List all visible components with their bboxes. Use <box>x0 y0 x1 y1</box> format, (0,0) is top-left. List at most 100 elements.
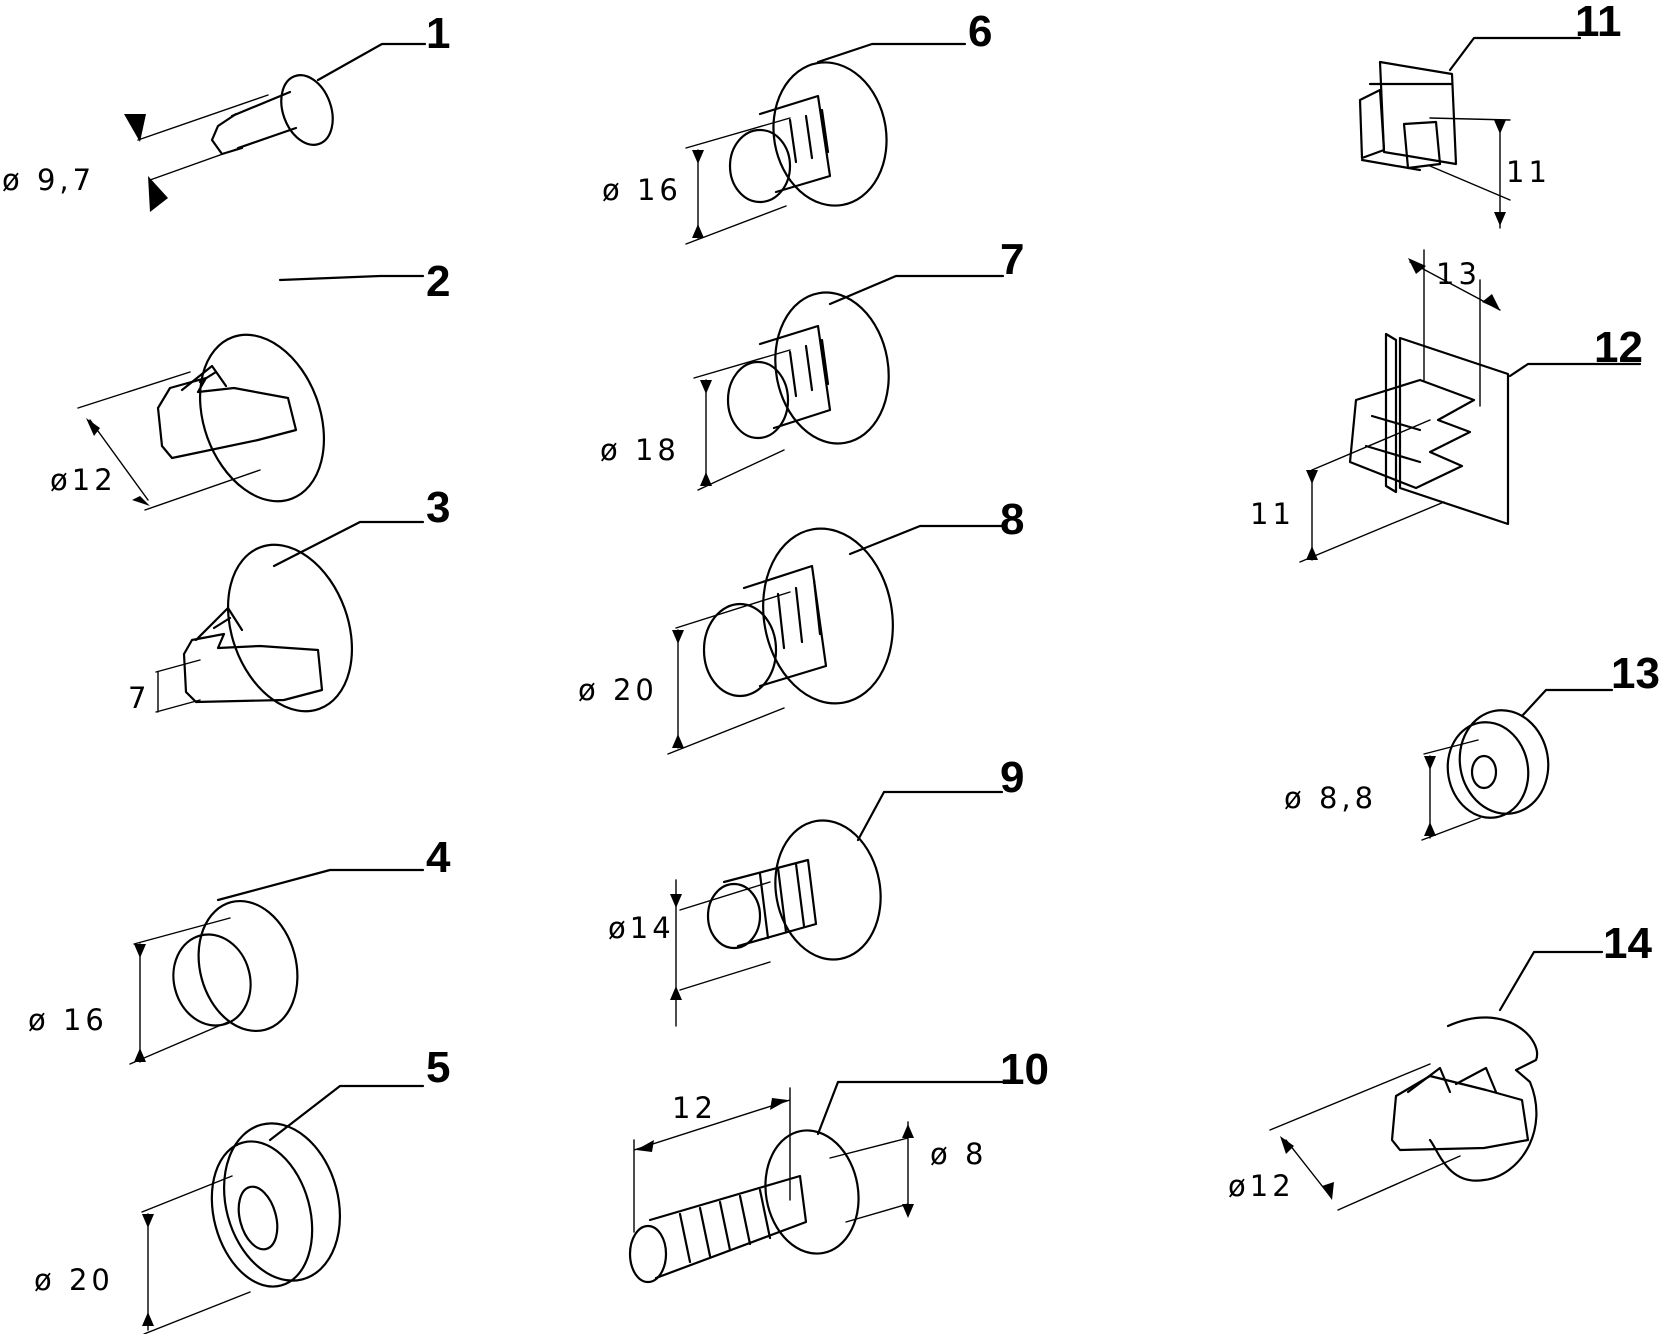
part-9 <box>670 790 1004 1027</box>
part-10-dimension: ø 8 <box>930 1137 987 1171</box>
part-12-plate <box>1398 336 1510 526</box>
part-9-head <box>774 819 882 961</box>
part-4-dim-lines <box>129 917 231 1065</box>
part-3-clip-hook <box>194 606 244 642</box>
part-6-ribs <box>788 108 830 164</box>
part-2-clip-body <box>156 376 298 460</box>
part-14-disc <box>1428 1016 1539 1182</box>
part-11-dimension: 11 <box>1506 155 1551 189</box>
part-3-clip-body <box>182 632 324 704</box>
part-8-head <box>762 527 894 705</box>
part-3 <box>155 520 425 713</box>
part-13-flange <box>1458 709 1550 815</box>
part-13-dimension: ø 8,8 <box>1284 781 1377 815</box>
part-2-number: 2 <box>426 257 450 306</box>
part-6-body <box>758 94 832 194</box>
part-5-ring <box>210 1140 314 1288</box>
part-10-length-lines <box>633 1087 791 1233</box>
part-9-body <box>722 858 818 948</box>
part-9-dimension: ø14 <box>608 911 675 945</box>
part-4-leader <box>216 868 425 902</box>
part-4 <box>129 868 425 1065</box>
part-12-zigzag <box>1348 378 1476 490</box>
part-2-ext-lines <box>77 371 261 511</box>
part-14-leader <box>1498 950 1604 1012</box>
part-1 <box>124 42 427 212</box>
part-10-tip <box>628 1224 668 1284</box>
part-7-tip <box>726 360 790 440</box>
part-11 <box>1358 36 1582 229</box>
part-8-leader <box>848 524 1004 556</box>
part-7-head <box>774 291 890 445</box>
part-12-leader <box>1508 362 1642 378</box>
part-7-number: 7 <box>1000 235 1024 284</box>
part-8-dimension: ø 20 <box>578 673 658 707</box>
part-12-number: 12 <box>1594 323 1643 372</box>
part-13 <box>1421 688 1614 841</box>
part-12 <box>1299 249 1642 563</box>
part-10-head <box>764 1129 860 1255</box>
part-9-threads <box>758 862 806 940</box>
part-11-leader <box>1448 36 1582 72</box>
part-10-number: 10 <box>1000 1045 1049 1094</box>
part-2-dimension: ø12 <box>50 463 117 497</box>
part-10-leader <box>816 1080 1005 1136</box>
part-14-dimension: ø12 <box>1228 1169 1295 1203</box>
part-6-tip <box>728 128 792 204</box>
part-9-leader <box>856 790 1004 842</box>
part-13-hole <box>1470 754 1498 790</box>
part-6-leader <box>816 42 967 64</box>
part-11-tabs <box>1358 88 1442 170</box>
part-3-dimension: 7 <box>128 681 150 715</box>
part-11-number: 11 <box>1575 0 1622 46</box>
part-12-plate-edge <box>1384 332 1398 494</box>
part-5-flange <box>222 1122 342 1282</box>
part-13-body <box>1446 721 1530 819</box>
part-6-dimension: ø 16 <box>602 173 682 207</box>
part-1-ext-lines <box>137 94 291 181</box>
part-4-cap <box>172 933 252 1027</box>
part-1-number: 1 <box>426 9 450 58</box>
part-8-dim-lines <box>667 591 791 755</box>
part-3-number: 3 <box>426 483 450 532</box>
part-7-dim-lines <box>693 349 791 491</box>
part-14-arrows <box>1280 1136 1334 1200</box>
part-7-leader <box>828 274 1005 306</box>
part-3-dim-lines <box>155 659 201 713</box>
part-10-shank <box>648 1174 808 1280</box>
part-4-flange <box>197 899 299 1033</box>
part-14-clip-body <box>1390 1074 1530 1152</box>
part-1-dimension: ø 9,7 <box>2 163 95 197</box>
part-7-ribs <box>788 338 830 398</box>
part-5-hole <box>237 1185 279 1251</box>
part-6-number: 6 <box>968 7 992 56</box>
part-5-dimension: ø 20 <box>34 1263 114 1297</box>
part-1-leader <box>316 42 427 82</box>
part-9-tip <box>706 882 762 950</box>
part-10 <box>628 1080 1005 1284</box>
part-13-number: 13 <box>1611 649 1660 698</box>
part-8-ribs <box>776 578 822 650</box>
part-12-dimension: 11 <box>1250 497 1295 531</box>
part-9-number: 9 <box>1000 753 1024 802</box>
part-10-dia-lines <box>829 1121 909 1223</box>
part-7-dimension: ø 18 <box>600 433 680 467</box>
part-5-leader <box>268 1084 425 1142</box>
part-10-dimension-2: 12 <box>672 1091 717 1125</box>
part-5-number: 5 <box>426 1043 450 1092</box>
part-2 <box>77 274 425 511</box>
part-5-dim-lines <box>141 1175 251 1334</box>
part-6-head <box>772 61 888 207</box>
part-12-arrows <box>1306 258 1500 560</box>
part-1-head <box>280 74 334 146</box>
part-11-edges <box>1360 82 1454 172</box>
part-6 <box>685 42 967 245</box>
part-8-tip <box>702 602 778 698</box>
part-12-height-lines <box>1299 419 1445 563</box>
part-3-leader <box>272 520 425 568</box>
part-7-body <box>758 324 832 430</box>
part-2-leader <box>278 274 425 282</box>
part-5 <box>141 1084 425 1334</box>
